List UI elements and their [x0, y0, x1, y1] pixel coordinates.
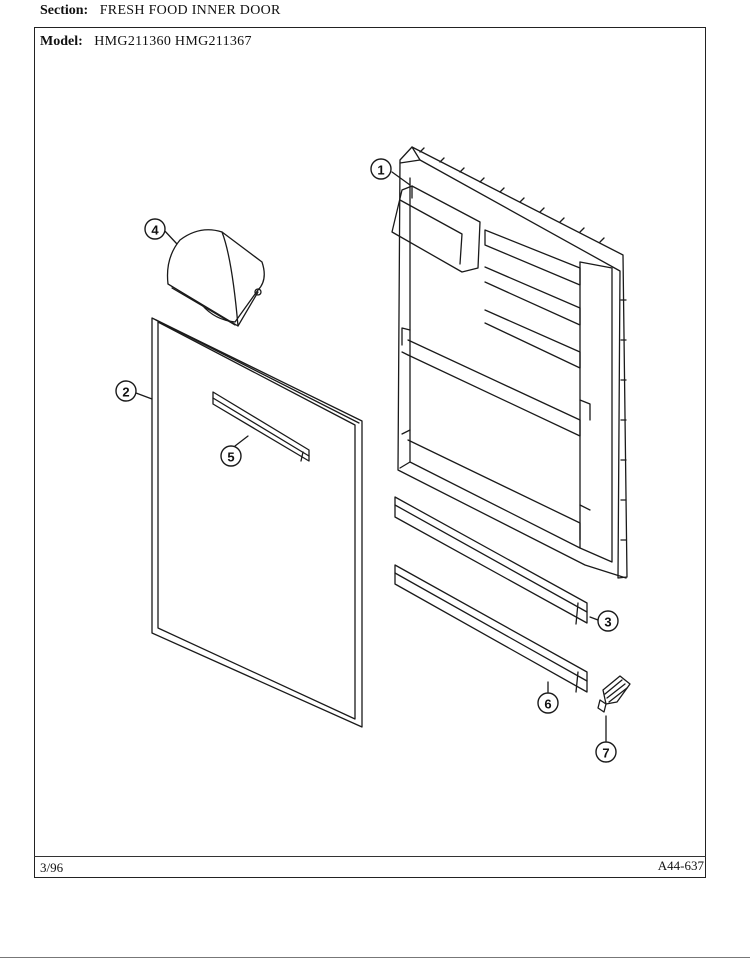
callout-6-label: 6 — [544, 697, 551, 712]
door-gasket — [151, 317, 363, 728]
model-value: HMG211360 HMG211367 — [94, 34, 252, 49]
footer-divider — [34, 856, 706, 857]
leader-2 — [135, 392, 153, 400]
page-bottom-rule — [0, 957, 750, 958]
section-heading: Section: FRESH FOOD INNER DOOR — [40, 3, 281, 19]
footer-drawing-code: A44-637 — [657, 858, 704, 873]
dairy-door — [166, 229, 265, 327]
section-label: Section: — [40, 3, 89, 18]
upper-rail — [394, 496, 588, 625]
leader-3 — [589, 616, 599, 621]
leader-5 — [234, 435, 249, 447]
diagram-frame — [34, 27, 706, 878]
small-rail — [212, 391, 310, 462]
footer-date: 3/96 — [40, 860, 64, 875]
callout-2-circle — [115, 380, 137, 402]
callout-4-label: 4 — [151, 223, 159, 238]
model-label: Model: — [40, 34, 83, 49]
rail-clip — [597, 675, 631, 713]
callout-3-label: 3 — [604, 615, 611, 630]
callout-2-label: 2 — [122, 385, 129, 400]
inner-door-liner — [391, 146, 628, 579]
callout-1-label: 1 — [377, 163, 384, 178]
callout-1-circle — [370, 158, 392, 180]
callout-5-label: 5 — [227, 450, 234, 465]
lower-rail — [394, 564, 588, 693]
model-heading: Model: HMG211360 HMG211367 — [40, 34, 252, 50]
callout-7-label: 7 — [602, 746, 609, 761]
callout-3-circle — [597, 610, 619, 632]
leader-1 — [391, 171, 411, 186]
section-value: FRESH FOOD INNER DOOR — [99, 3, 281, 18]
callout-6-circle — [537, 692, 559, 714]
callout-7-circle — [595, 741, 617, 763]
callout-5-circle — [220, 445, 242, 467]
callout-4-circle — [144, 218, 166, 240]
